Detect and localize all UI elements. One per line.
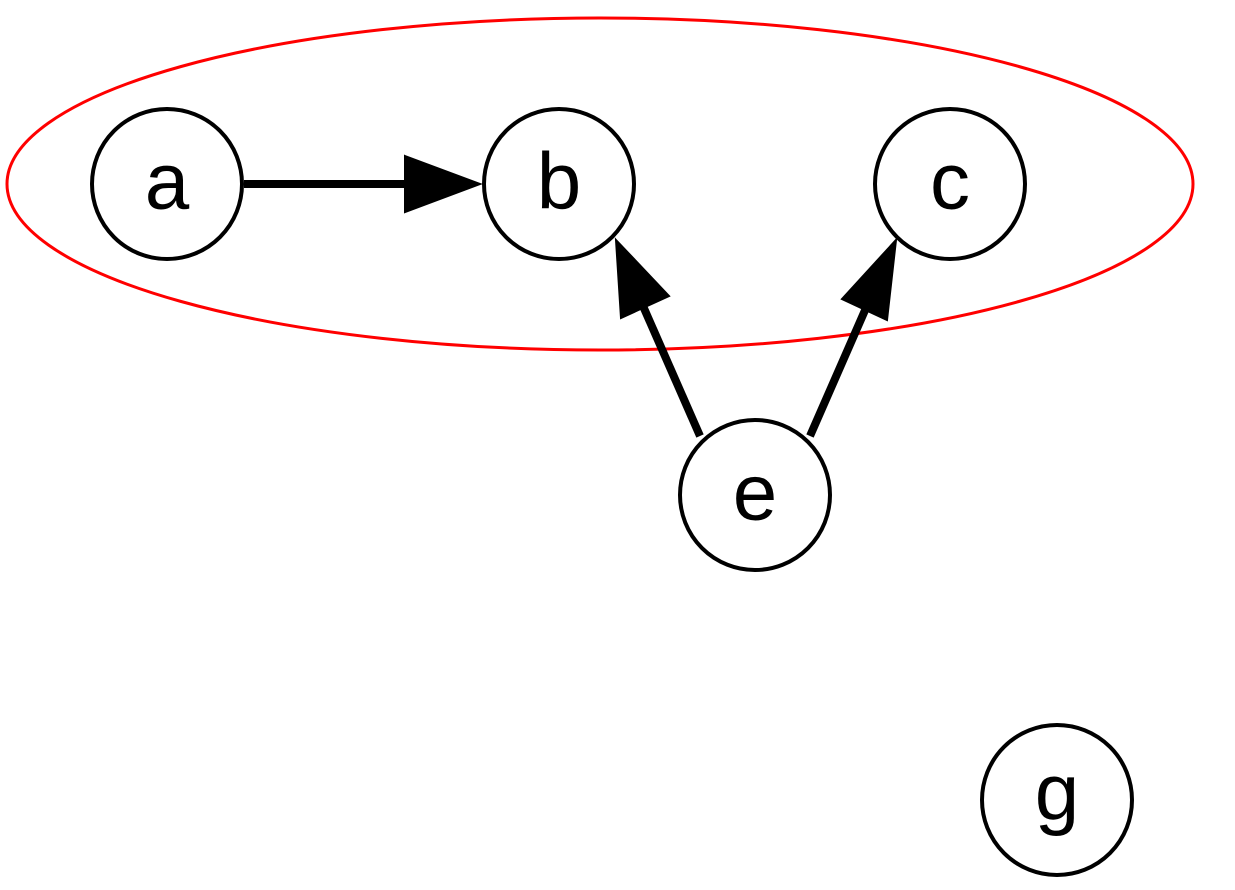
node-b[interactable]: b <box>482 107 636 261</box>
node-b-label: b <box>537 137 582 226</box>
node-c-label: c <box>930 137 970 226</box>
edge-e-to-b-arrowhead <box>614 237 671 320</box>
node-e-circle <box>678 418 832 572</box>
node-c-circle <box>873 107 1027 261</box>
edge-e-to-c <box>806 237 898 438</box>
node-b-circle <box>482 107 636 261</box>
node-g-circle <box>980 723 1134 877</box>
group-ellipse <box>5 16 1195 352</box>
node-e[interactable]: e <box>678 418 832 572</box>
node-g-label: g <box>1035 748 1080 837</box>
edge-a-to-b <box>244 154 483 214</box>
edge-e-to-c-arrowhead <box>840 237 898 322</box>
edge-a-to-b-arrowhead <box>404 154 483 214</box>
edge-e-to-b-line <box>639 304 704 438</box>
node-a[interactable]: a <box>90 107 244 261</box>
node-a-label: a <box>145 137 190 226</box>
edge-e-to-c-line <box>806 306 870 438</box>
node-c[interactable]: c <box>873 107 1027 261</box>
node-a-circle <box>90 107 244 261</box>
node-g[interactable]: g <box>980 723 1134 877</box>
edge-e-to-b <box>614 237 704 438</box>
node-e-label: e <box>733 448 778 537</box>
